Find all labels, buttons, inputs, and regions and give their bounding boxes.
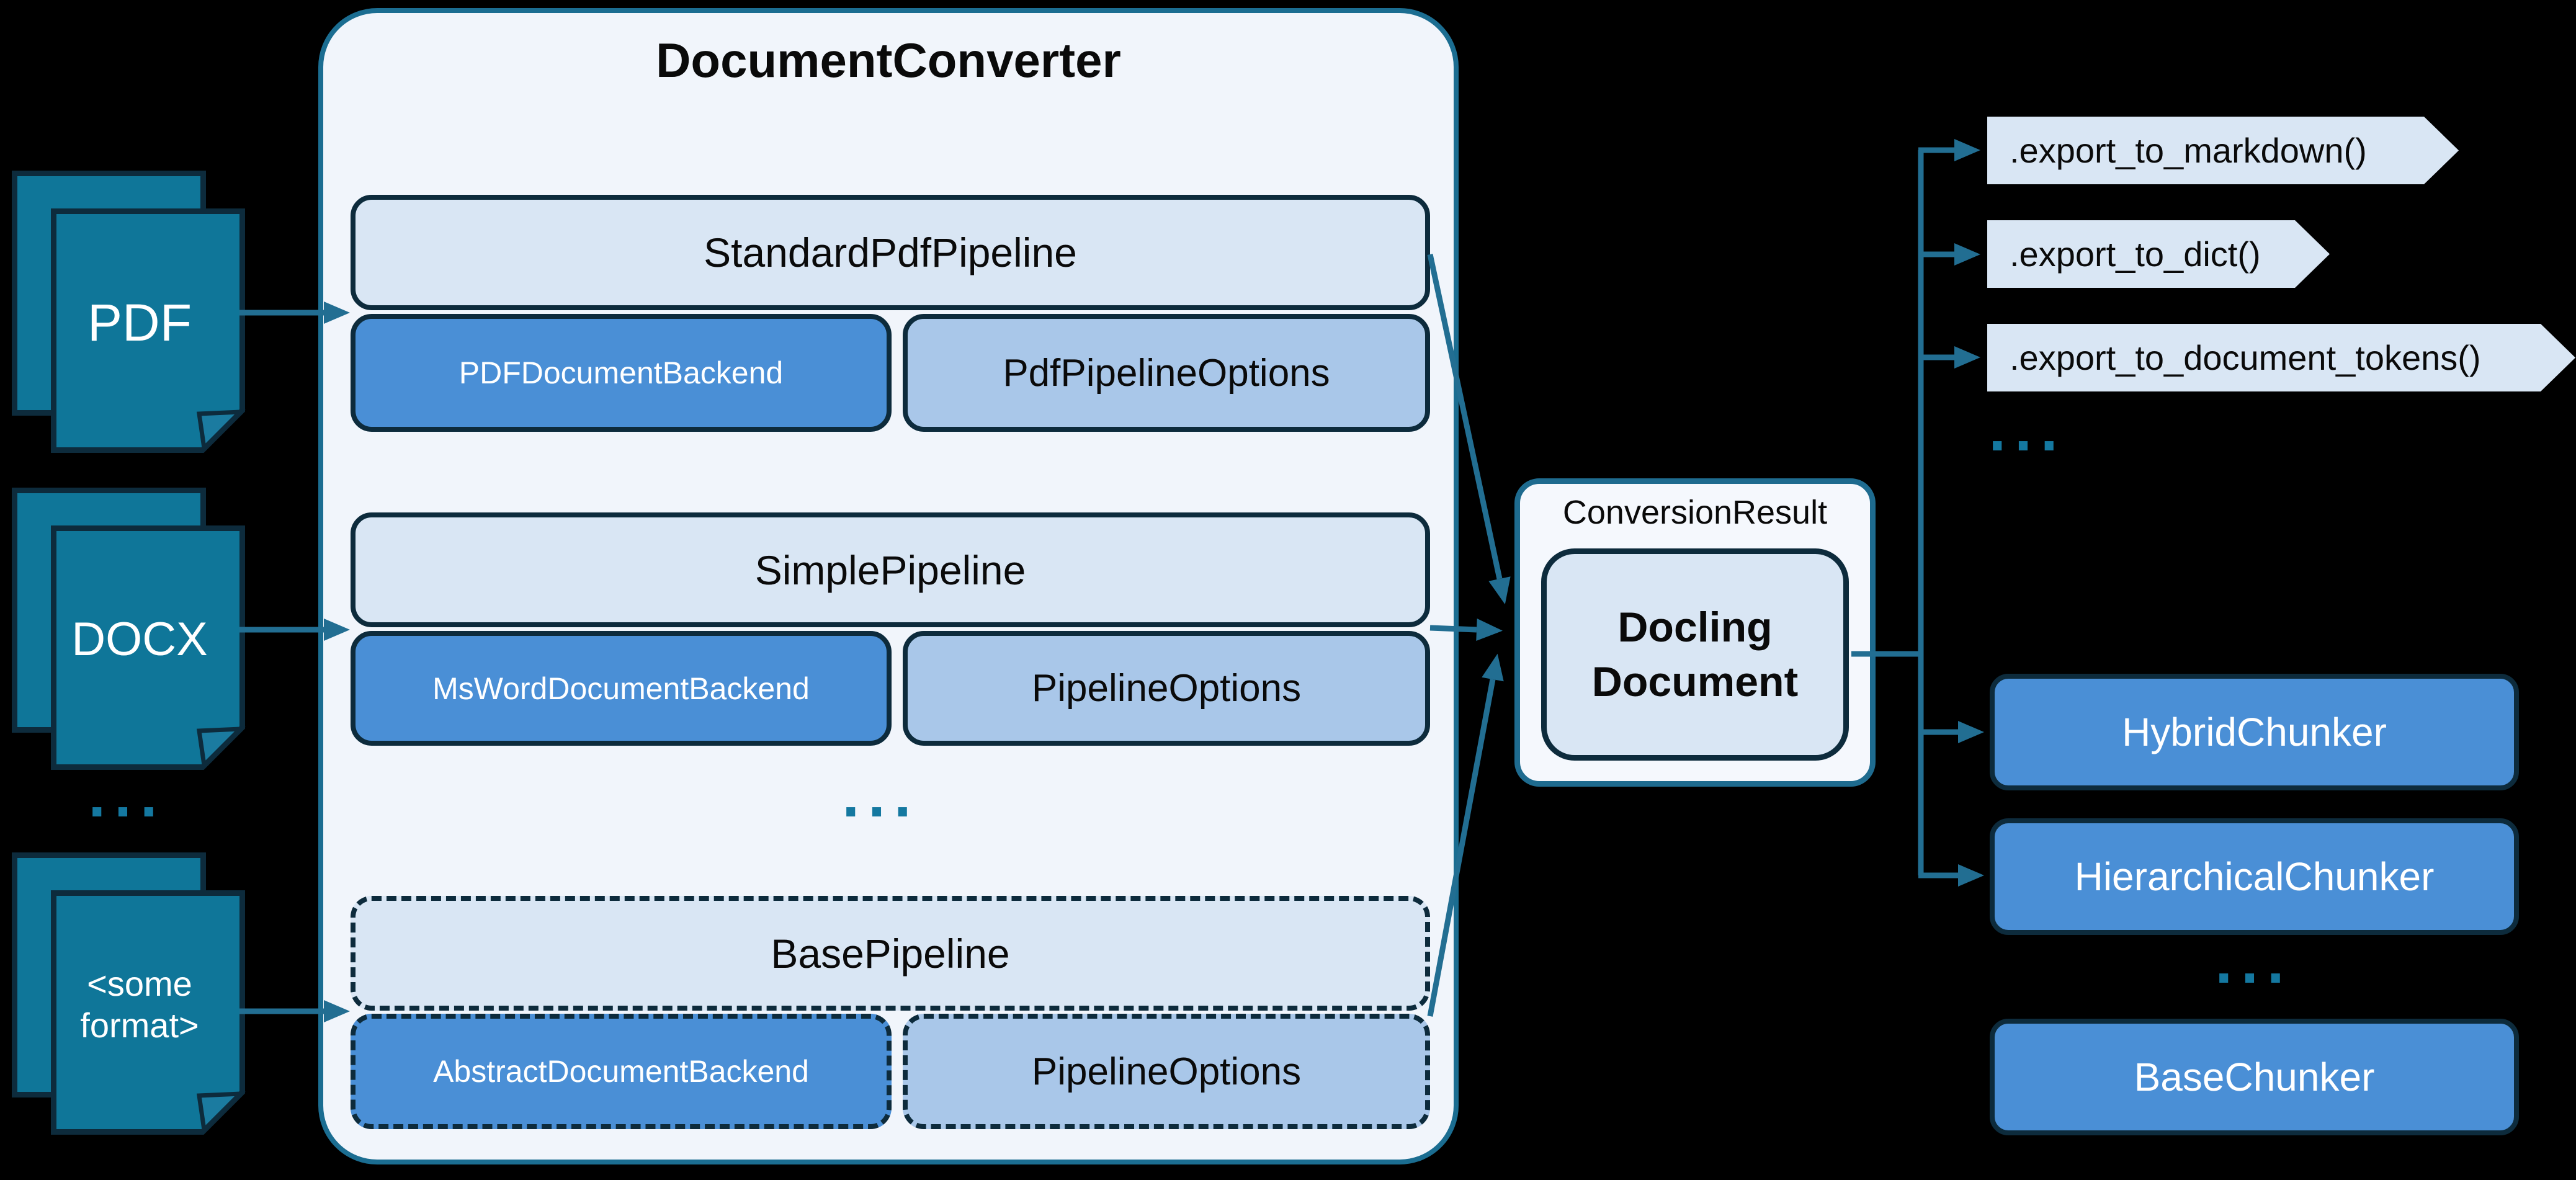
chunker-label: HierarchicalChunker	[2074, 854, 2435, 899]
document-converter-title: DocumentConverter	[656, 33, 1121, 87]
docling-document-label: Docling Document	[1591, 603, 1799, 705]
pipeline-label: StandardPdfPipeline	[704, 230, 1077, 275]
conversion-result-label: ConversionResult	[1562, 494, 1828, 531]
document-stack-icon	[12, 852, 246, 1135]
input-stack-pdf: PDF	[6, 165, 298, 494]
docling-document-box: Docling Document	[1541, 548, 1849, 761]
document-stack-icon	[12, 488, 246, 770]
pipeline-label: SimplePipeline	[754, 547, 1026, 593]
pipeline-label: BasePipeline	[771, 930, 1010, 977]
options-box-pdf: PdfPipelineOptions	[903, 314, 1430, 432]
backend-label: PDFDocumentBackend	[458, 355, 784, 390]
input-stack-docx: DOCX	[6, 482, 298, 811]
chunker-box-hybrid: HybridChunker	[1990, 674, 2519, 790]
ellipsis-exports: ...	[1988, 395, 2067, 464]
backend-box-msword: MsWordDocumentBackend	[351, 631, 892, 746]
options-label: PipelineOptions	[1031, 667, 1302, 710]
options-box-base: PipelineOptions	[903, 1014, 1430, 1129]
pipeline-box-simple: SimplePipeline	[351, 512, 1430, 627]
input-stack-label: DOCX	[71, 613, 208, 666]
export-tag-label: .export_to_dict()	[2010, 235, 2261, 274]
chunker-box-hierarchical: HierarchicalChunker	[1990, 818, 2519, 935]
export-tag-label: .export_to_document_tokens()	[2010, 338, 2481, 377]
export-tag-document-tokens: .export_to_document_tokens()	[1987, 324, 2575, 391]
backend-box-pdf: PDFDocumentBackend	[351, 314, 892, 432]
backend-label: MsWordDocumentBackend	[432, 671, 810, 706]
ellipsis-chunkers: ...	[2215, 927, 2293, 996]
pipeline-box-standard-pdf: StandardPdfPipeline	[351, 195, 1430, 310]
pipeline-box-base: BasePipeline	[351, 896, 1430, 1011]
ellipsis-pipelines: ...	[842, 761, 920, 830]
backend-label: AbstractDocumentBackend	[433, 1054, 809, 1089]
export-tag-dict: .export_to_dict()	[1987, 220, 2330, 288]
options-label: PdfPipelineOptions	[1003, 351, 1330, 395]
document-stack-icon	[12, 171, 246, 453]
export-tag-markdown: .export_to_markdown()	[1987, 117, 2459, 184]
backend-box-abstract: AbstractDocumentBackend	[351, 1014, 892, 1129]
input-stack-label: PDF	[87, 293, 192, 352]
input-stack-label: <some format>	[80, 963, 199, 1045]
options-box-simple: PipelineOptions	[903, 631, 1430, 746]
chunker-label: HybridChunker	[2122, 710, 2387, 754]
chunker-label: BaseChunker	[2134, 1055, 2375, 1099]
ellipsis-inputs: ...	[88, 761, 166, 830]
input-stack-some-format: <some format>	[6, 847, 298, 1176]
options-label: PipelineOptions	[1031, 1050, 1302, 1093]
base-chunker-box: BaseChunker	[1990, 1019, 2519, 1135]
export-tag-label: .export_to_markdown()	[2010, 131, 2367, 170]
